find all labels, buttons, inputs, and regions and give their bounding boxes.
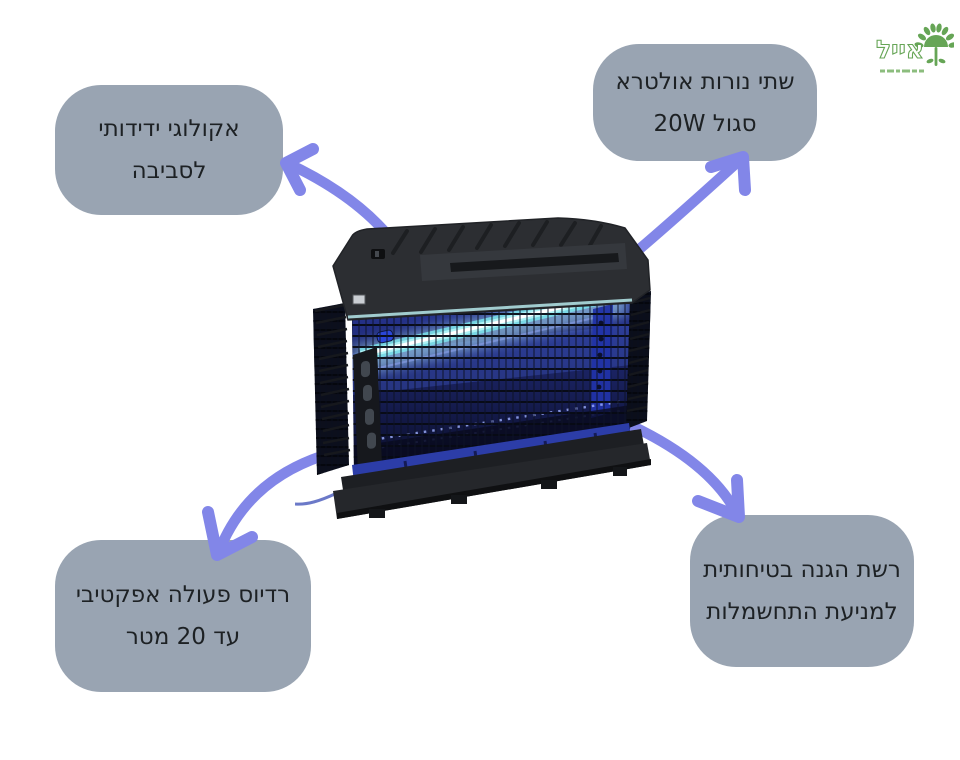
callout-radius-bubble: רדיוס פעולה אפקטיבי עד 20 מטר [55, 540, 311, 692]
brand-logo: אייל [875, 14, 958, 76]
callout-safety-net-line2: למניעת התחשמלות [706, 599, 898, 625]
power-cord [295, 491, 338, 506]
callout-uv-bulbs-bubble: שתי נורות אולטרא סגול 20W [593, 44, 817, 161]
base-tray [333, 429, 651, 519]
product-image-uv-insect-killer [295, 217, 651, 519]
tree-icon [914, 23, 958, 66]
hood [332, 217, 651, 321]
callout-eco-line2: לסביבה [131, 158, 207, 184]
mount-bracket [352, 294, 366, 305]
callout-uv-bulbs-line2: סגול 20W [653, 110, 757, 137]
callout-radius-line2: עד 20 מטר [125, 624, 241, 650]
callout-safety-net-line1: רשת הגנה בטיחותית [703, 557, 901, 583]
callout-safety-net-bubble: רשת הגנה בטיחותית למניעת התחשמלות [690, 515, 914, 667]
callout-eco-bubble: אקולוגי ידידותי לסביבה [55, 85, 283, 215]
handle-slot [450, 253, 619, 272]
brand-logo-graphic: אייל [875, 23, 958, 73]
callout-eco-line1: אקולוגי ידידותי [98, 116, 240, 142]
cage-left-outer-mesh [313, 303, 351, 475]
callout-uv-bulbs-line1: שתי נורות אולטרא [615, 68, 795, 95]
callout-radius-line1: רדיוס פעולה אפקטיבי [75, 582, 291, 608]
cage-right-outer-mesh [626, 291, 651, 429]
hood-ribs [391, 220, 603, 255]
cage-corner-post [353, 347, 382, 473]
brand-name: אייל [876, 35, 924, 64]
hood-edge-glow [347, 298, 633, 319]
tree-leaves [914, 23, 958, 48]
